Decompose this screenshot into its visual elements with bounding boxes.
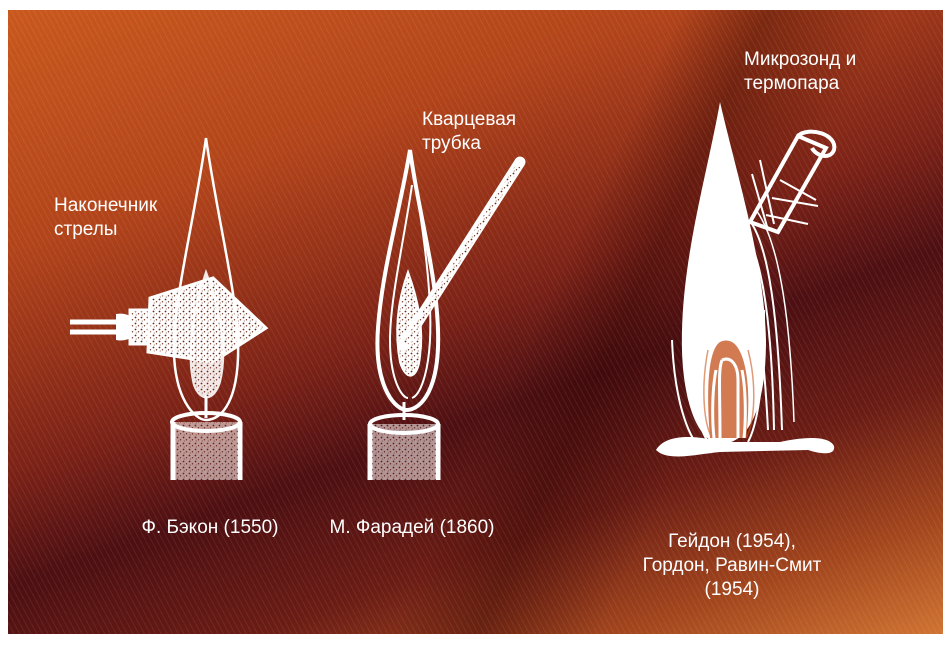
flame-outline-faraday bbox=[377, 150, 438, 410]
quartz-tube-label-line-1: Кварцевая bbox=[422, 108, 516, 132]
arrowhead-label-line-2: стрелы bbox=[54, 218, 157, 242]
quartz-tube-label-line-2: трубка bbox=[422, 132, 516, 156]
quartz-tube bbox=[403, 162, 520, 345]
quartz-tube-label: Кварцевая трубка bbox=[422, 108, 516, 156]
caption-faraday: М. Фарадей (1860) bbox=[312, 516, 512, 540]
caption-gaydon-line-3: (1954) bbox=[632, 578, 832, 602]
microprobe bbox=[750, 132, 834, 232]
arrowhead-label: Наконечник стрелы bbox=[54, 194, 157, 242]
flame-gaydon bbox=[672, 102, 766, 446]
burner-rim bbox=[656, 437, 834, 456]
arrow-shaft bbox=[70, 310, 154, 344]
microprobe-label: Микрозонд и термопара bbox=[744, 48, 856, 96]
caption-gaydon-line-2: Гордон, Равин-Смит bbox=[632, 554, 832, 578]
candle-body-bacon bbox=[172, 395, 240, 480]
caption-bacon: Ф. Бэкон (1550) bbox=[120, 516, 300, 540]
bacon-figure bbox=[70, 138, 266, 480]
caption-gaydon: Гейдон (1954), Гордон, Равин-Смит (1954) bbox=[632, 530, 832, 602]
gaydon-figure bbox=[656, 102, 834, 456]
microprobe-label-line-1: Микрозонд и bbox=[744, 48, 856, 72]
arrowhead-label-line-1: Наконечник bbox=[54, 194, 157, 218]
diagram-canvas: Наконечник стрелы Кварцевая трубка Микро… bbox=[8, 10, 943, 634]
flame-outline-bacon bbox=[174, 138, 238, 420]
caption-gaydon-line-1: Гейдон (1954), bbox=[632, 530, 832, 554]
faraday-figure bbox=[370, 150, 520, 480]
microprobe-label-line-2: термопара bbox=[744, 72, 856, 96]
candle-body-faraday bbox=[370, 402, 438, 480]
